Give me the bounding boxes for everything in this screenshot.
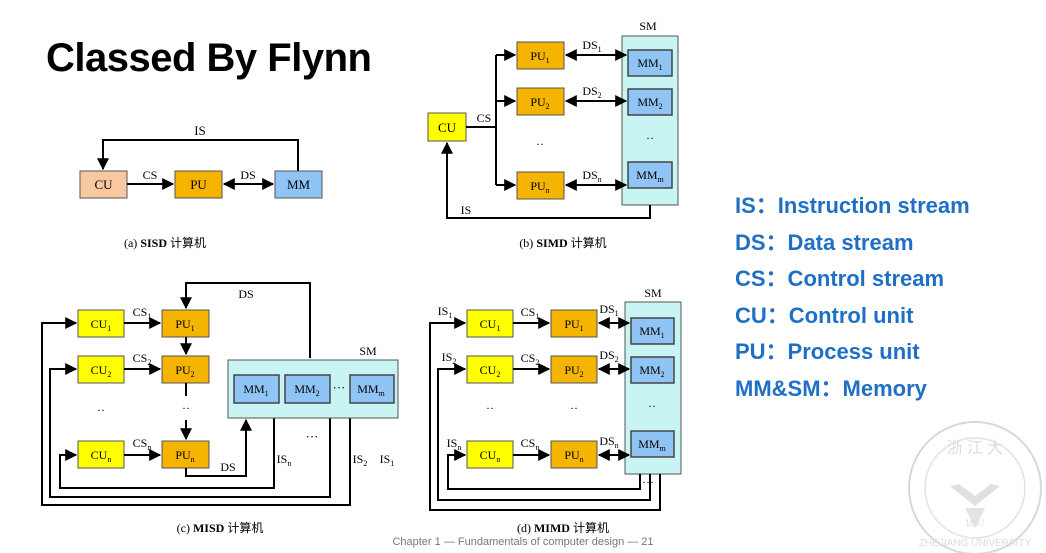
svg-text:PU2: PU2 [530, 95, 549, 111]
svg-text:CSn: CSn [133, 436, 152, 452]
svg-text:MM2: MM2 [294, 382, 319, 398]
svg-text:MM1: MM1 [243, 382, 268, 398]
sisd-cu-label: CU [94, 177, 113, 192]
svg-text:CUn: CUn [91, 448, 112, 464]
sisd-mm-label: MM [287, 177, 311, 192]
sisd-pu-box [174, 170, 223, 199]
legend-item-is: IS：Instruction stream [735, 193, 970, 218]
mimd-sm-label: SM [644, 286, 662, 300]
svg-text:··: ·· [570, 401, 578, 415]
svg-text:MMm: MMm [357, 382, 385, 398]
svg-text:DSn: DSn [582, 168, 601, 184]
svg-text:CS1: CS1 [521, 305, 540, 321]
svg-text:PUn: PUn [564, 448, 583, 464]
svg-text:PU1: PU1 [564, 317, 583, 333]
simd-cs-label: CS [477, 111, 492, 125]
svg-text:MMm: MMm [638, 437, 666, 453]
simd-cu-label: CU [438, 120, 457, 135]
svg-text:··: ·· [536, 137, 544, 151]
svg-text:CS2: CS2 [133, 351, 152, 367]
svg-text:···: ··· [642, 475, 654, 489]
svg-text:浙 江 大: 浙 江 大 [947, 439, 1003, 457]
misd-sm-label: SM [359, 344, 377, 358]
svg-text:PUn: PUn [530, 179, 549, 195]
svg-text:ZHEJIANG UNIVERSITY: ZHEJIANG UNIVERSITY [919, 538, 1032, 549]
svg-text:ISn: ISn [277, 452, 292, 468]
legend-item-ds: DS：Data stream [735, 229, 914, 255]
svg-text:CS1: CS1 [133, 305, 152, 321]
svg-text:DS1: DS1 [599, 302, 618, 318]
legend-item-mm-sm: MM&SM：Memory [735, 375, 927, 401]
sisd-pu-label: PU [190, 177, 207, 192]
misd-ds-bottom-label: DS [220, 460, 235, 474]
svg-text:CS2: CS2 [521, 351, 540, 367]
sisd-is-label: IS [194, 123, 206, 138]
svg-text:DS2: DS2 [599, 348, 618, 364]
sisd-caption: (a) SISD 计算机 [124, 235, 206, 250]
svg-text:IS2: IS2 [442, 350, 457, 366]
svg-text:MM2: MM2 [639, 363, 664, 379]
svg-text:PUn: PUn [175, 448, 194, 464]
svg-text:MMm: MMm [636, 168, 664, 184]
svg-text:IS1: IS1 [438, 304, 453, 320]
svg-text:··: ·· [486, 401, 494, 415]
svg-text:PU1: PU1 [175, 317, 194, 333]
svg-text:DS2: DS2 [582, 84, 601, 100]
svg-text:IS2: IS2 [353, 452, 368, 468]
svg-text:MM2: MM2 [637, 95, 662, 111]
svg-text:1897: 1897 [965, 518, 985, 528]
svg-text:MM1: MM1 [639, 324, 664, 340]
misd-diagram: DS CU1 CU2 ·· CUn CS1 CS2 CSn PU1 PU2 ··… [41, 282, 399, 535]
svg-text:··: ·· [648, 399, 656, 413]
svg-text:ISn: ISn [447, 436, 462, 452]
svg-text:PU1: PU1 [530, 49, 549, 65]
slide-footer: Chapter 1 — Fundamentals of computer des… [392, 536, 654, 548]
svg-text:CU2: CU2 [91, 363, 112, 379]
svg-text:PU2: PU2 [175, 363, 194, 379]
university-seal-icon: 浙 江 大 1897 ZHEJIANG UNIVERSITY [908, 421, 1042, 553]
svg-text:MM1: MM1 [637, 56, 662, 72]
sisd-cu-box [79, 170, 128, 199]
svg-text:··: ·· [97, 403, 105, 417]
legend-item-cs: CS：Control stream [735, 266, 945, 291]
svg-text:CUn: CUn [480, 448, 501, 464]
misd-ds-top-label: DS [238, 287, 253, 301]
legend-item-pu: PU：Process unit [735, 339, 920, 364]
sisd-cs-label: CS [143, 168, 158, 182]
simd-diagram: SM CU CS PU1 PU2 ·· PUn DS1 DS2 DSn MM1 … [427, 19, 679, 250]
svg-text:CSn: CSn [521, 436, 540, 452]
mimd-diagram: SM ··· IS1 IS2 ISn CU1 CU2 ·· CUn CS1 CS… [429, 286, 682, 535]
mimd-caption: (d) MIMD 计算机 [517, 520, 609, 535]
sisd-diagram: IS CU CS PU DS MM (a) SISD 计算机 [79, 123, 323, 250]
svg-text:···: ··· [333, 380, 346, 395]
svg-text:PU2: PU2 [564, 363, 583, 379]
svg-text:CU1: CU1 [91, 317, 112, 333]
svg-text:IS1: IS1 [380, 452, 395, 468]
sisd-mm-box [274, 170, 323, 199]
sisd-ds-label: DS [240, 168, 255, 182]
svg-text:DS1: DS1 [582, 38, 601, 54]
svg-text:··: ·· [646, 131, 654, 145]
svg-text:CU2: CU2 [480, 363, 501, 379]
simd-caption: (b) SIMD 计算机 [519, 235, 606, 250]
simd-sm-label: SM [639, 19, 657, 33]
svg-text:DSn: DSn [599, 434, 618, 450]
slide-title: Classed By Flynn [46, 36, 372, 80]
svg-text:··: ·· [182, 401, 190, 415]
svg-text:···: ··· [306, 429, 319, 444]
svg-text:CU1: CU1 [480, 317, 501, 333]
legend-item-cu: CU：Control unit [735, 302, 914, 328]
simd-is-label: IS [461, 203, 472, 217]
legend-list: IS：Instruction stream DS：Data stream CS：… [735, 188, 970, 407]
misd-caption: (c) MISD 计算机 [177, 520, 264, 535]
